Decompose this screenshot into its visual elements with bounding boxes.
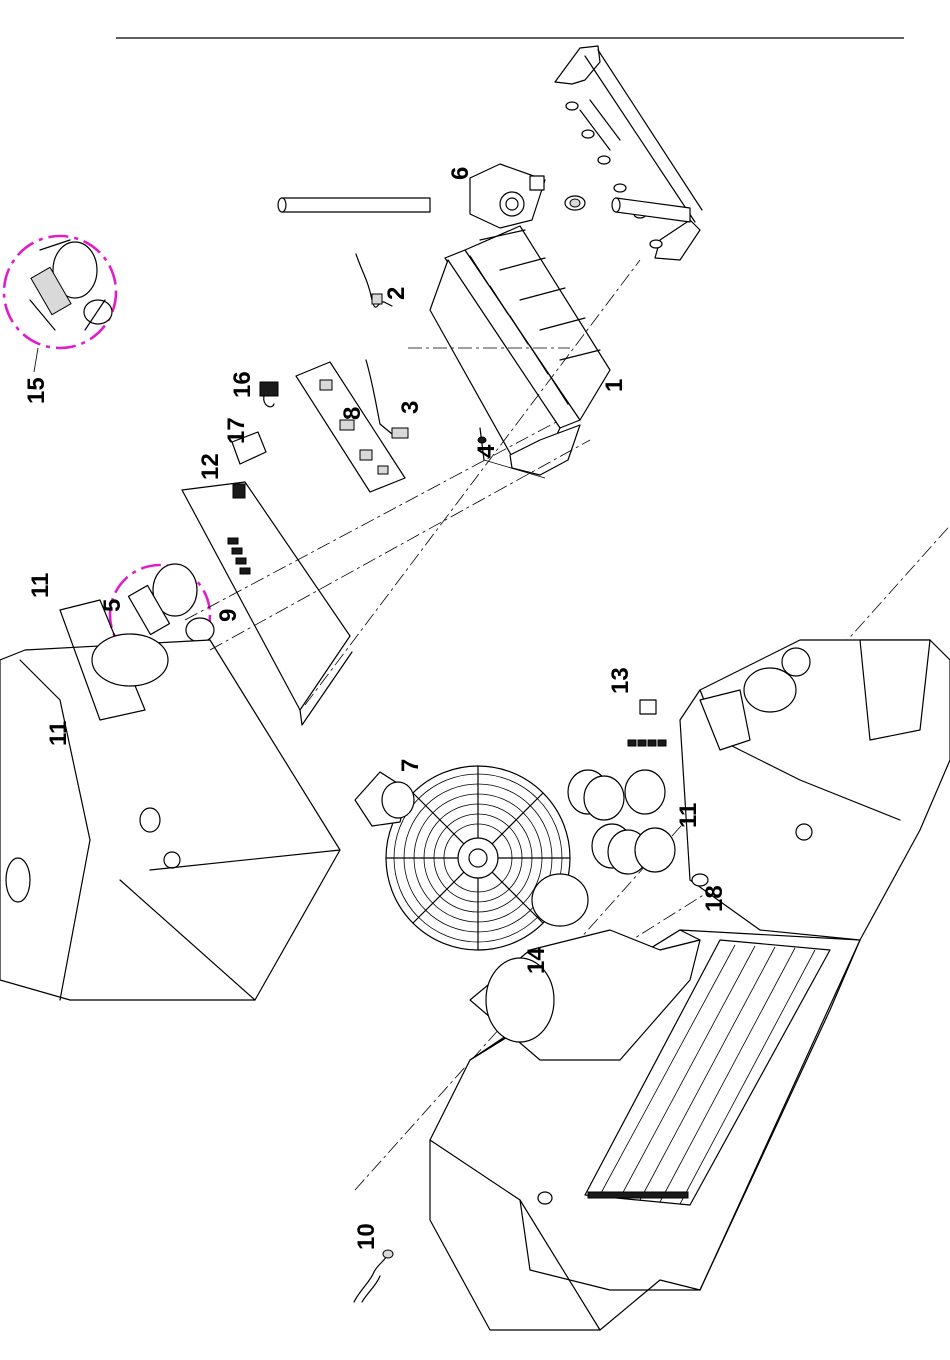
relay-16 — [260, 382, 278, 407]
callout-8: 8 — [339, 407, 366, 420]
callout-5: 5 — [99, 599, 126, 612]
callout-18: 18 — [701, 885, 728, 912]
burner-assembly-1 — [408, 226, 610, 475]
callout-9: 9 — [215, 609, 242, 622]
callout-11-right: 11 — [675, 803, 702, 828]
fan-7 — [355, 766, 570, 950]
callout-11-top: 11 — [27, 573, 54, 598]
callout-4: 4 — [473, 444, 500, 458]
control-board-8 — [296, 362, 405, 492]
detail-view-15 — [4, 236, 116, 372]
callout-7: 7 — [397, 759, 424, 772]
callout-11-mid: 11 — [45, 721, 72, 746]
callout-17: 17 — [223, 417, 250, 444]
gas-valve-6 — [470, 164, 585, 228]
callout-14: 14 — [523, 947, 550, 974]
callout-1: 1 — [601, 379, 628, 392]
callout-15: 15 — [23, 377, 50, 404]
callout-2: 2 — [383, 287, 410, 300]
callout-12: 12 — [197, 453, 224, 480]
callout-16: 16 — [229, 371, 256, 398]
callout-3: 3 — [397, 401, 424, 414]
duct-rings — [568, 700, 675, 874]
base-frame — [555, 46, 702, 260]
callout-13: 13 — [607, 667, 634, 694]
callout-6: 6 — [447, 167, 474, 180]
callout-10: 10 — [353, 1223, 380, 1250]
cable-10 — [354, 1250, 393, 1302]
